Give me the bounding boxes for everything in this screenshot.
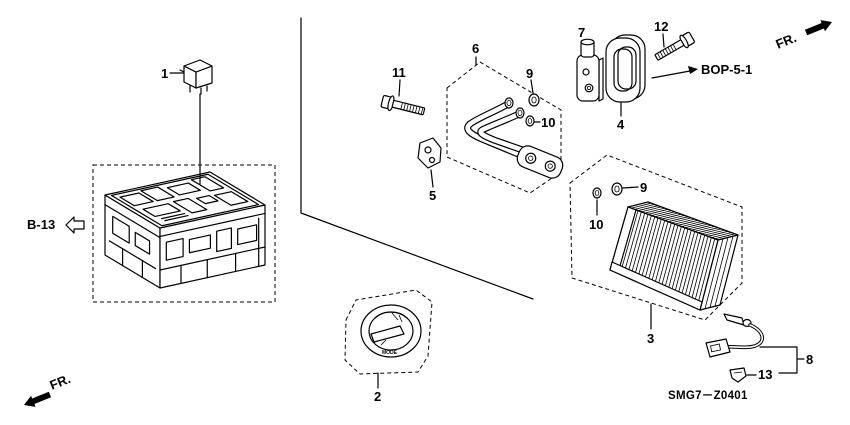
bolt-part-12 [654,31,695,61]
evaporator-part-3 [609,201,739,311]
thermistor-part-8 [705,313,765,358]
front-direction-label-bottom: FR. [48,371,73,393]
fuse-box-top-face [105,172,265,228]
thermistor-probe [723,313,745,326]
o-ring-part-10-upper [525,115,535,127]
leader-part-12 [662,33,665,48]
reference-bop: BOP-5-1 [701,62,752,77]
clip-part-13 [729,367,747,383]
pipe-flange-block [516,145,564,179]
callout-part-8: 8 [806,352,813,367]
leader-part-11 [398,79,401,97]
callout-part-11: 11 [392,65,406,80]
callout-part-9-upper: 9 [526,66,533,81]
callout-part-1: 1 [161,66,168,81]
callout-part-5: 5 [429,188,436,203]
relay-part-1 [179,59,213,95]
callout-part-10-lower: 10 [589,217,603,232]
callout-part-10-upper: 10 [541,115,555,130]
evaporator-side-fins [704,236,734,309]
front-direction-label-top: FR. [774,30,799,52]
fuse-box-dashed-frame [92,164,276,303]
callout-part-3: 3 [647,331,654,346]
callout-part-12: 12 [654,19,668,34]
callout-part-13: 13 [758,367,772,382]
arrow-right-icon [688,66,698,74]
leader-part-9-lower [622,186,639,189]
evaporator-dashed-frame [569,154,743,321]
fuse-relay-box [105,172,265,288]
leader-part-9-upper [530,79,534,94]
callout-part-7: 7 [578,25,585,40]
section-divider-line [300,17,534,300]
bolt-part-11 [380,94,426,116]
o-ring-part-9-lower [611,182,623,196]
knob-dashed-frame [344,289,433,375]
reference-b13: B-13 [27,217,55,232]
thermistor-connector [705,338,731,358]
fuse-box-left-face [105,195,160,288]
callout-part-6: 6 [472,41,479,56]
gasket-part-4 [605,34,646,103]
callout-part-2: 2 [374,389,381,404]
hollow-arrow-left-icon [65,216,85,234]
evaporator-bottom-tank [609,261,703,311]
leader-part-5 [430,169,434,188]
o-ring-part-10-lower [592,187,602,199]
front-direction-arrow-icon [24,391,52,407]
fuse-box-front-face [160,205,265,288]
knob-mode-text: MODE [382,350,398,356]
mode-knob-part-2: MODE [360,304,422,358]
callout-part-4: 4 [617,117,625,132]
front-direction-arrow-icon [804,20,832,36]
expansion-valve-part-7 [576,38,604,102]
reference-arrow-line [651,70,691,79]
pipe-part-6 [464,97,564,179]
clip-part-5 [417,137,442,169]
diagram-code: SMG7－Z0401 [668,390,748,402]
relay-top-face [183,59,213,73]
bracket-part-8 [759,346,798,374]
o-ring-part-9-upper [528,93,540,107]
callout-part-9-lower: 9 [640,180,647,195]
